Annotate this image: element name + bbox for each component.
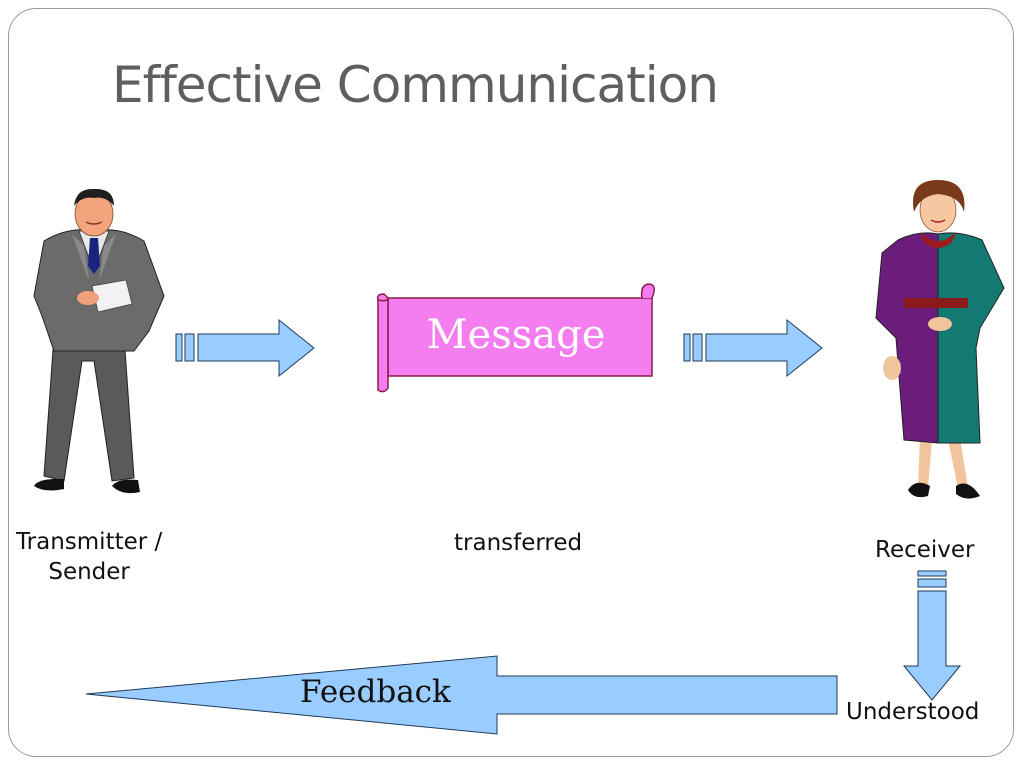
feedback-label: Feedback xyxy=(300,674,451,710)
message-label: Message xyxy=(426,312,606,358)
transferred-label: transferred xyxy=(454,530,583,556)
feedback-arrow xyxy=(85,655,838,735)
receiver-label: Receiver xyxy=(875,537,975,563)
sender-label: Transmitter / Sender xyxy=(16,527,162,587)
arrow-to-receiver xyxy=(683,318,823,378)
sender-figure xyxy=(33,188,165,494)
message-scroll xyxy=(376,283,655,393)
slide-frame xyxy=(8,8,1014,757)
arrow-to-message xyxy=(175,318,315,378)
sender-label-line2: Sender xyxy=(48,559,130,585)
arrow-to-understood xyxy=(902,570,962,701)
sender-label-line1: Transmitter / xyxy=(16,529,163,555)
slide-title: Effective Communication xyxy=(112,56,719,114)
understood-label: Understood xyxy=(846,699,980,725)
receiver-figure xyxy=(875,180,1005,499)
